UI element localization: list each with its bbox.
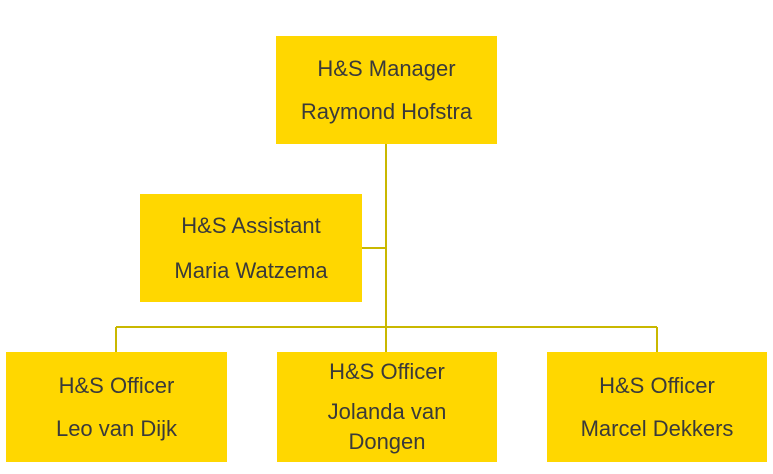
assistant-box: H&S Assistant Maria Watzema [140,194,362,302]
assistant-role: H&S Assistant [181,212,321,238]
officer-box-3: H&S Officer Marcel Dekkers [547,352,767,462]
officer-box-2: H&S Officer Jolanda van Dongen [277,352,497,462]
manager-name: Raymond Hofstra [300,99,473,124]
manager-box: H&S Manager Raymond Hofstra [276,36,497,144]
assistant-name: Maria Watzema [174,258,328,283]
officer-2-role: H&S Officer [329,359,445,385]
officer-3-role: H&S Officer [599,372,715,398]
officer-1-name: Leo van Dijk [55,416,178,441]
manager-role: H&S Manager [317,55,456,81]
officer-1-role: H&S Officer [58,372,175,398]
officer-box-1: H&S Officer Leo van Dijk [6,352,227,462]
officer-2-name: Jolanda van Dongen [327,399,447,454]
officer-3-name: Marcel Dekkers [580,416,734,441]
